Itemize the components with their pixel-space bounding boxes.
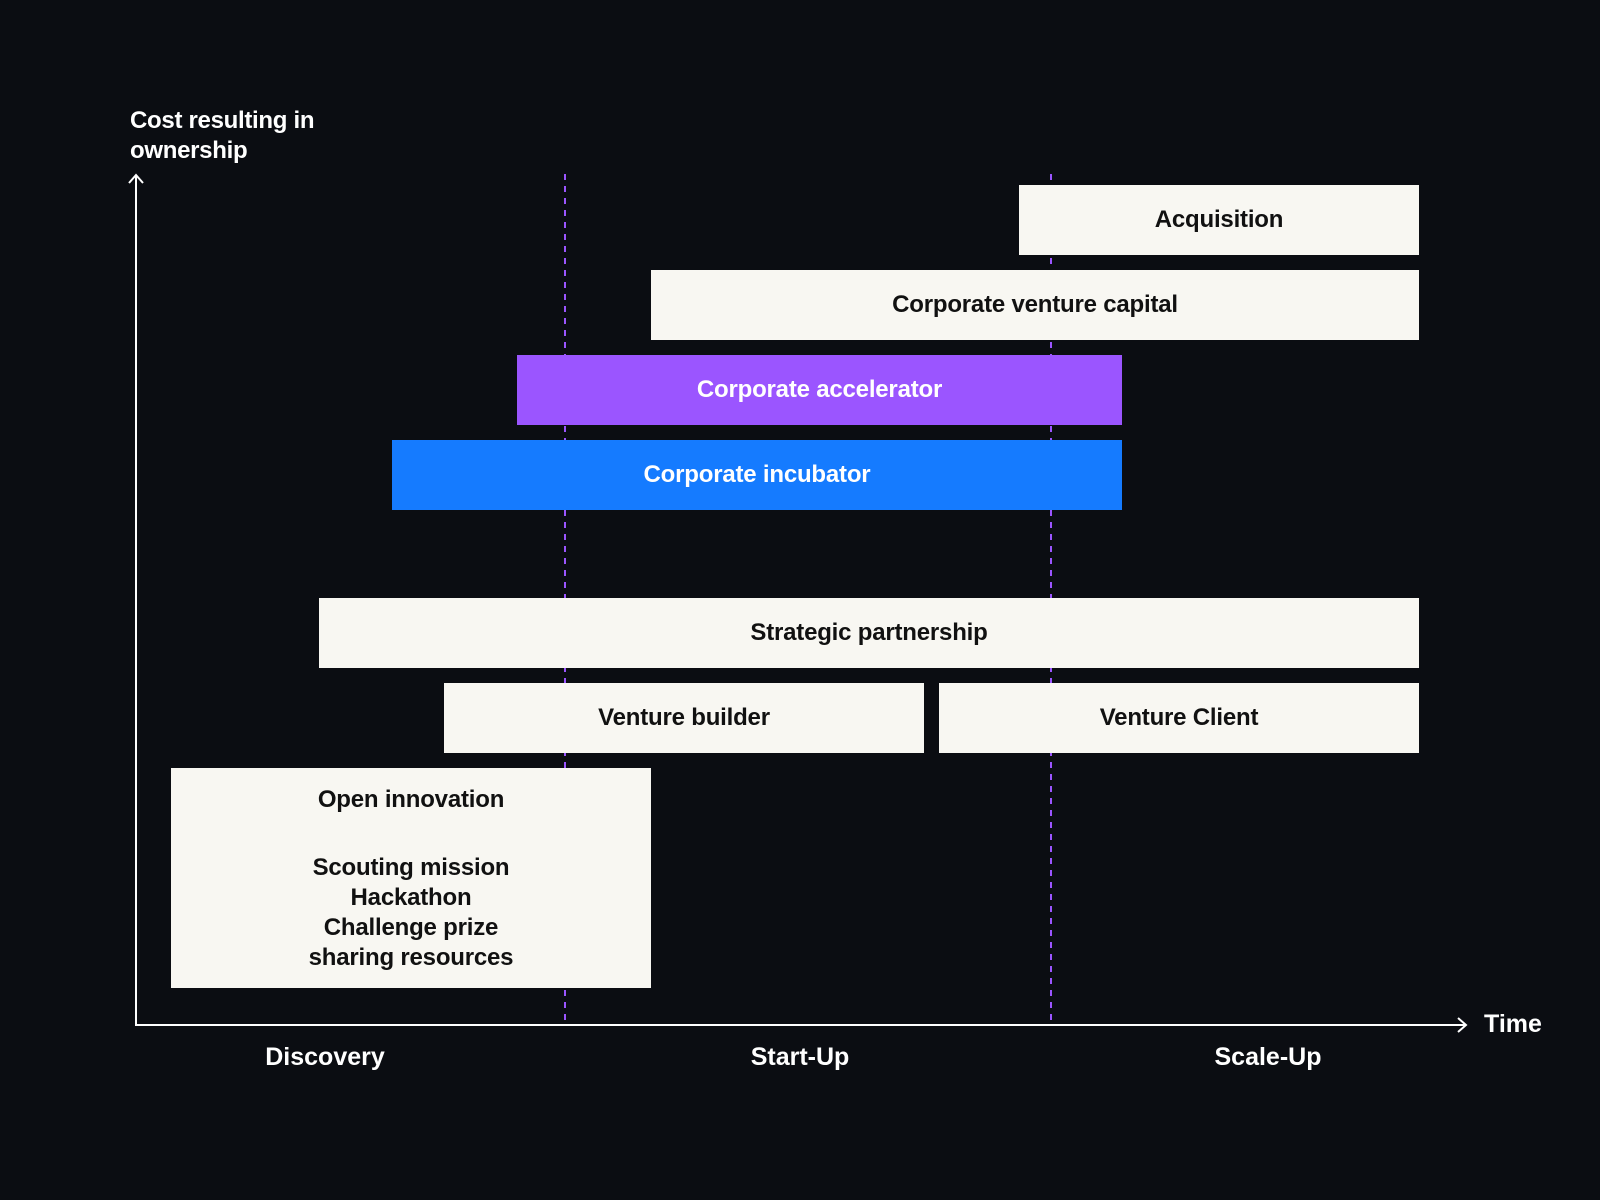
open-innovation-item: sharing resources [308, 944, 514, 971]
open-innovation-box: Open innovation Scouting mission Hackath… [171, 768, 651, 988]
phase-label-scale-up: Scale-Up [1214, 1043, 1322, 1071]
y-axis-arrow-icon [128, 173, 144, 184]
open-innovation-item: Scouting mission [312, 854, 510, 881]
x-axis-arrow-icon [1457, 1017, 1468, 1033]
open-innovation-title: Open innovation [317, 786, 505, 813]
y-axis-title: Cost resulting in ownership [130, 107, 315, 164]
acquisition-box: Acquisition [1019, 185, 1419, 255]
strategic-partnership-box: Strategic partnership [319, 598, 1419, 668]
corporate-venture-capital-box: Corporate venture capital [651, 270, 1419, 340]
open-innovation-item: Challenge prize [323, 914, 499, 941]
venture-builder-box: Venture builder [444, 683, 924, 753]
open-innovation-item: Hackathon [350, 884, 472, 911]
x-axis-title: Time [1484, 1010, 1542, 1038]
phase-label-start-up: Start-Up [750, 1043, 850, 1071]
open-innovation-list: Scouting mission Hackathon Challenge pri… [171, 853, 651, 973]
corporate-accelerator-box: Corporate accelerator [517, 355, 1122, 425]
venture-client-box: Venture Client [939, 683, 1419, 753]
corporate-incubator-box: Corporate incubator [392, 440, 1122, 510]
phase-label-discovery: Discovery [265, 1043, 385, 1071]
